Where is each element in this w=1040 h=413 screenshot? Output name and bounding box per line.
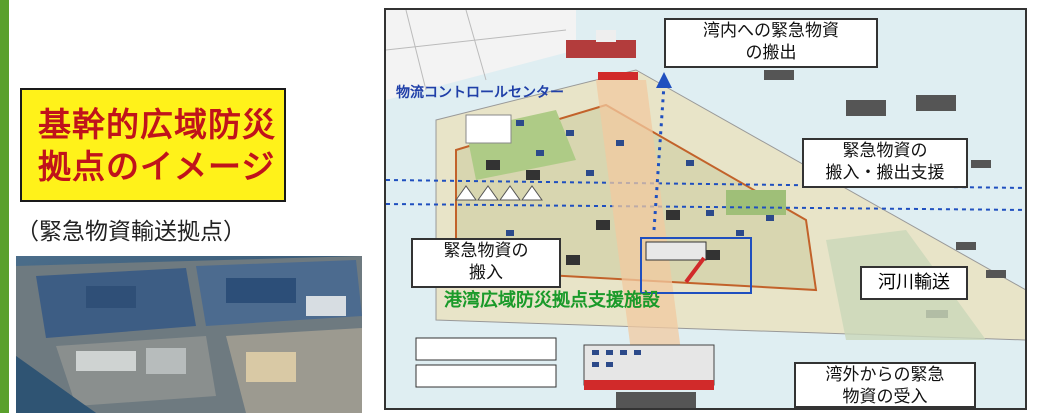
base-map-diagram: 物流コントロールセンター 港湾広域防災拠点支援施設 湾内への緊急物資 の搬出 緊… bbox=[384, 8, 1027, 410]
callout-line: 搬入 bbox=[469, 263, 503, 283]
callout-carry-in: 緊急物資の 搬入 bbox=[411, 238, 561, 288]
port-disaster-facility-label: 港湾広域防災拠点支援施設 bbox=[444, 290, 660, 311]
callout-line: 物資の受入 bbox=[842, 387, 928, 407]
subtitle: （緊急物資輸送拠点） bbox=[16, 219, 246, 245]
logistics-control-center-label: 物流コントロールセンター bbox=[396, 85, 564, 101]
aerial-photo bbox=[16, 256, 362, 413]
callout-line: の搬出 bbox=[745, 43, 797, 63]
callout-line: 緊急物資の bbox=[443, 241, 529, 261]
callout-line: 湾内への緊急物資 bbox=[703, 21, 839, 41]
callout-bay-outside-in: 湾外からの緊急 物資の受入 bbox=[794, 362, 976, 408]
title-line-2: 拠点のイメージ bbox=[38, 147, 276, 186]
callout-line: 湾外からの緊急 bbox=[825, 365, 945, 385]
title-box: 基幹的広域防災 拠点のイメージ bbox=[20, 88, 286, 202]
callout-line: 緊急物資の bbox=[842, 141, 928, 161]
callout-bay-inside-out: 湾内への緊急物資 の搬出 bbox=[664, 18, 878, 68]
title-line-1: 基幹的広域防災 bbox=[38, 105, 276, 144]
callout-support: 緊急物資の 搬入・搬出支援 bbox=[802, 138, 968, 188]
callout-river-transport: 河川輸送 bbox=[860, 266, 968, 300]
callout-line: 搬入・搬出支援 bbox=[825, 163, 945, 183]
side-accent-strip bbox=[0, 0, 9, 413]
